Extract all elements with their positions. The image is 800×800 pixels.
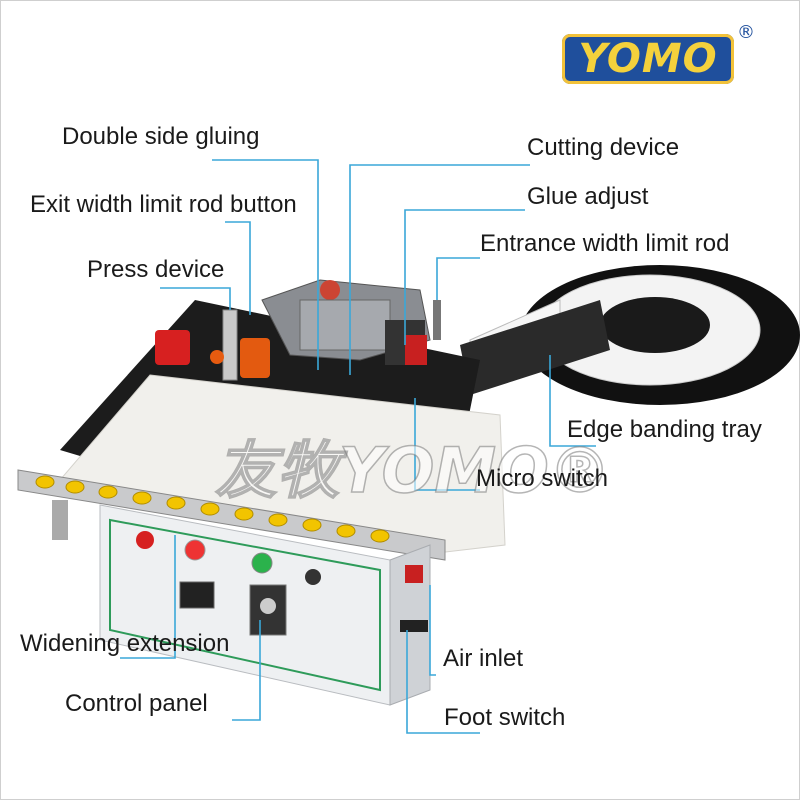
cutting-head [299,299,391,351]
leader-edge-banding-tray [549,355,596,447]
watermark: 友牧YOMO® [214,433,611,508]
leader-glue-adjust [404,209,525,345]
red-roller-1 [155,330,190,365]
logo-text: YOMO [578,36,718,82]
red-indicator [136,531,154,549]
temperature-controller [179,581,215,609]
tray-hub [600,297,710,353]
control-panel-border [109,518,381,692]
red-roller-2 [240,338,270,378]
label-press-device: Press device [87,256,225,283]
label-cutting-device: Cutting device [527,134,680,161]
leader-press-device [160,287,231,310]
heater-button [184,539,206,561]
speed-dial [260,598,276,614]
label-glue-adjust: Glue adjust [527,183,649,210]
leader-lines [120,159,596,734]
press-device-post [222,309,238,381]
glue-adjust-knob [405,335,427,365]
leader-entrance-width-limit-rod [436,257,480,300]
yellow-rollers [35,475,390,543]
tray-arm [460,300,610,395]
leader-cutting-device [349,164,530,375]
left-bracket [52,500,68,540]
label-air-inlet: Air inlet [443,645,524,672]
leader-double-side-gluing [212,159,319,370]
label-exit-width-limit-rod-button: Exit width limit rod button [30,191,297,218]
air-inlet-valve [405,565,423,583]
registered-mark: ® [737,22,755,43]
black-switch [305,569,321,585]
leader-micro-switch [414,398,480,491]
label-edge-banding-tray: Edge banding tray [567,416,762,443]
label-double-side-gluing: Double side gluing [62,123,260,150]
label-micro-switch: Micro switch [476,465,609,492]
leader-widening-extension [120,535,176,659]
leader-exit-width-limit-rod-button [225,221,251,315]
cutting-blade-cap [320,280,340,300]
yomo-logo: YOMO [562,34,734,84]
leader-foot-switch [406,630,480,734]
entrance-rod [433,300,441,340]
label-widening-extension: Widening extension [20,630,230,657]
leader-control-panel [232,620,261,721]
label-entrance-width-limit-rod: Entrance width limit rod [480,230,730,257]
leader-air-inlet [429,585,436,676]
foot-switch-socket [400,620,428,632]
label-foot-switch: Foot switch [444,704,566,731]
roller-bar [17,469,446,561]
label-control-panel: Control panel [65,690,208,717]
speed-button [251,552,273,574]
press-knob [210,350,224,364]
